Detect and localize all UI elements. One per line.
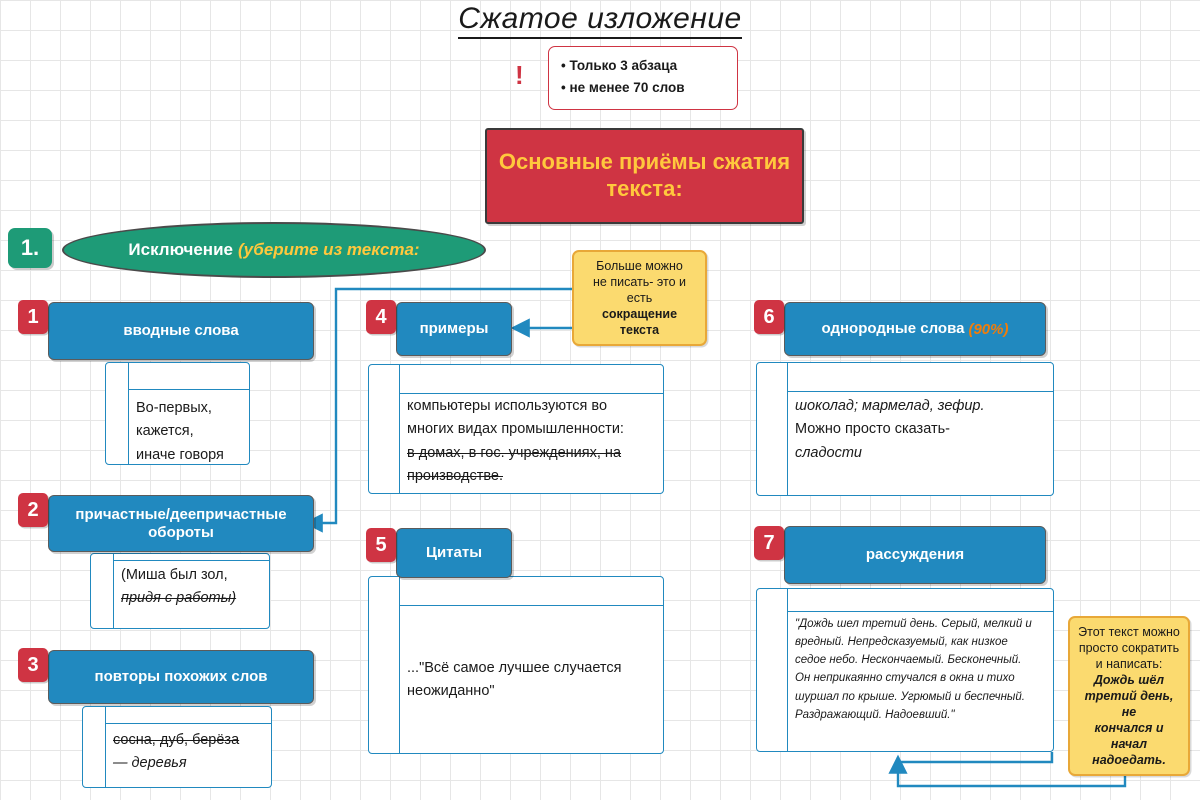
card-rule-3: [105, 723, 271, 724]
card-content-2: (Миша был зол, придя с работы): [121, 564, 261, 611]
card-number-7: 7: [754, 526, 784, 560]
card-2-line-2: придя с работы): [121, 590, 237, 607]
card-header-4[interactable]: примеры: [396, 302, 512, 356]
card-4-line-1: компьютеры используются во: [407, 398, 608, 414]
card-gutter-2: [91, 554, 114, 628]
callout-examples-line-1: Больше можно: [596, 259, 683, 273]
card-body-2: (Миша был зол, придя с работы): [90, 553, 270, 629]
callout-examples-line-5: текста: [619, 323, 660, 337]
card-title-7: рассуждения: [865, 546, 965, 563]
card-gutter-7: [757, 589, 788, 751]
card-6-line-3: сладости: [795, 444, 862, 461]
rules-line-2: • не менее 70 слов: [561, 80, 685, 96]
card-content-3: сосна, дуб, берёза — деревья: [113, 729, 263, 776]
callout-examples-line-3: есть: [626, 291, 653, 305]
card-header-1[interactable]: вводные слова: [48, 302, 314, 360]
card-number-4: 4: [366, 300, 396, 334]
card-7-line-5: шуршал по крыше. Угрюмый и беспечный.: [795, 690, 1025, 703]
card-body-1: Во-первых, кажется, иначе говоря: [105, 362, 250, 465]
card-body-5: ..."Всё самое лучшее случается неожиданн…: [368, 576, 664, 754]
callout-reasoning: Этот текст можно просто сократить и напи…: [1068, 616, 1190, 776]
card-title-3: повторы похожих слов: [94, 668, 268, 685]
exclamation-mark: !: [515, 60, 524, 90]
card-gutter-1: [106, 363, 129, 464]
section-number-badge: 1.: [8, 228, 52, 268]
card-5-line-2: неожиданно": [407, 683, 495, 700]
card-number-1: 1: [18, 300, 48, 334]
card-number-6: 6: [754, 300, 784, 334]
card-7-line-6: Раздражающий. Надоевший.": [795, 708, 955, 721]
card-3-line-2: — деревья: [113, 755, 187, 772]
card-gutter-6: [757, 363, 788, 495]
card-7-line-2: вредный. Непредсказуемый, как низкое: [795, 636, 1008, 649]
card-content-7: "Дождь шел третий день. Серый, мелкий и …: [795, 615, 1047, 724]
card-header-7[interactable]: рассуждения: [784, 526, 1046, 584]
card-number-5: 5: [366, 528, 396, 562]
section-hint: (уберите из текста:: [237, 240, 420, 259]
card-rule-4: [399, 393, 663, 394]
callout-reasoning-line-1: Этот текст можно: [1078, 625, 1180, 639]
card-rule-6: [787, 391, 1053, 392]
card-content-4: компьютеры используются во многих видах …: [407, 395, 655, 489]
card-header-2[interactable]: причастные/деепричастные обороты: [48, 495, 314, 552]
main-banner-text: Основные приёмы сжатия текста:: [498, 149, 791, 201]
card-7-line-4: Он неприкаянно стучался в окна и тихо: [795, 672, 1015, 685]
card-body-7: "Дождь шел третий день. Серый, мелкий и …: [756, 588, 1054, 752]
section-name: Исключение: [128, 240, 233, 259]
card-title-2: причастные/деепричастные обороты: [75, 505, 287, 541]
main-banner: Основные приёмы сжатия текста:: [485, 128, 804, 224]
card-header-6[interactable]: однородные слова(90%): [784, 302, 1046, 356]
card-6-line-1: шоколад; мармелад, зефир.: [795, 398, 985, 414]
card-4-line-4: производстве.: [407, 468, 503, 485]
card-6-line-2: Можно просто сказать-: [795, 421, 950, 438]
card-1-line-1: Во-первых,: [136, 400, 212, 416]
card-gutter-4: [369, 365, 400, 493]
rules-line-1: • Только 3 абзаца: [561, 58, 678, 73]
card-rule-7: [787, 611, 1053, 612]
card-rule-5: [399, 605, 663, 606]
rules-box: • Только 3 абзаца • не менее 70 слов: [548, 46, 738, 110]
card-title-6: однородные слова: [821, 320, 965, 337]
card-gutter-5: [369, 577, 400, 753]
card-number-3: 3: [18, 648, 48, 682]
card-5-line-1: ..."Всё самое лучшее случается: [407, 660, 622, 676]
card-1-line-2: кажется,: [136, 423, 194, 440]
callout-examples-line-2: не писать- это и: [593, 275, 686, 289]
card-3-line-1: сосна, дуб, берёза: [113, 732, 240, 748]
card-7-line-1: "Дождь шел третий день. Серый, мелкий и: [795, 618, 1032, 630]
section-number: 1.: [20, 235, 40, 260]
card-body-4: компьютеры используются во многих видах …: [368, 364, 664, 494]
section-title-ellipse: Исключение(уберите из текста:: [62, 222, 486, 278]
callout-reasoning-line-7: надоедать.: [1092, 753, 1166, 767]
card-body-3: сосна, дуб, берёза — деревья: [82, 706, 272, 788]
card-1-line-3: иначе говоря: [136, 446, 224, 463]
callout-examples-line-4: сокращение: [601, 307, 678, 321]
callout-reasoning-line-4: Дождь шёл: [1093, 673, 1165, 687]
callout-reasoning-line-5: третий день, не: [1084, 689, 1174, 719]
card-body-6: шоколад; мармелад, зефир. Можно просто с…: [756, 362, 1054, 496]
card-content-5: ..."Всё самое лучшее случается неожиданн…: [407, 657, 655, 704]
card-gutter-3: [83, 707, 106, 787]
page-title: Сжатое изложение: [0, 2, 1200, 39]
card-title-5: Цитаты: [425, 544, 483, 561]
callout-reasoning-line-3: и написать:: [1095, 657, 1163, 671]
callout-reasoning-line-2: просто сократить: [1078, 641, 1180, 655]
card-header-5[interactable]: Цитаты: [396, 528, 512, 578]
card-4-line-2: многих видах промышленности:: [407, 421, 624, 438]
connector-reasoning-stub: [900, 752, 1054, 764]
card-7-line-3: седое небо. Нескончаемый. Бесконечный.: [795, 654, 1022, 667]
callout-reasoning-line-6: кончался и начал: [1094, 721, 1164, 751]
card-4-line-3: в домах, в гос. учреждениях, на: [407, 444, 622, 461]
card-header-3[interactable]: повторы похожих слов: [48, 650, 314, 704]
card-content-1: Во-первых, кажется, иначе говоря: [136, 397, 241, 467]
callout-examples: Больше можно не писать- это и есть сокра…: [572, 250, 707, 346]
card-2-line-1: (Миша был зол,: [121, 567, 228, 583]
card-title-4: примеры: [419, 320, 489, 337]
card-6-percent: (90%): [968, 320, 1009, 338]
card-rule-2: [113, 560, 269, 561]
card-number-2: 2: [18, 493, 48, 527]
card-title-1: вводные слова: [123, 322, 239, 339]
card-content-6: шоколад; мармелад, зефир. Можно просто с…: [795, 395, 1045, 465]
card-rule-1: [128, 389, 249, 390]
